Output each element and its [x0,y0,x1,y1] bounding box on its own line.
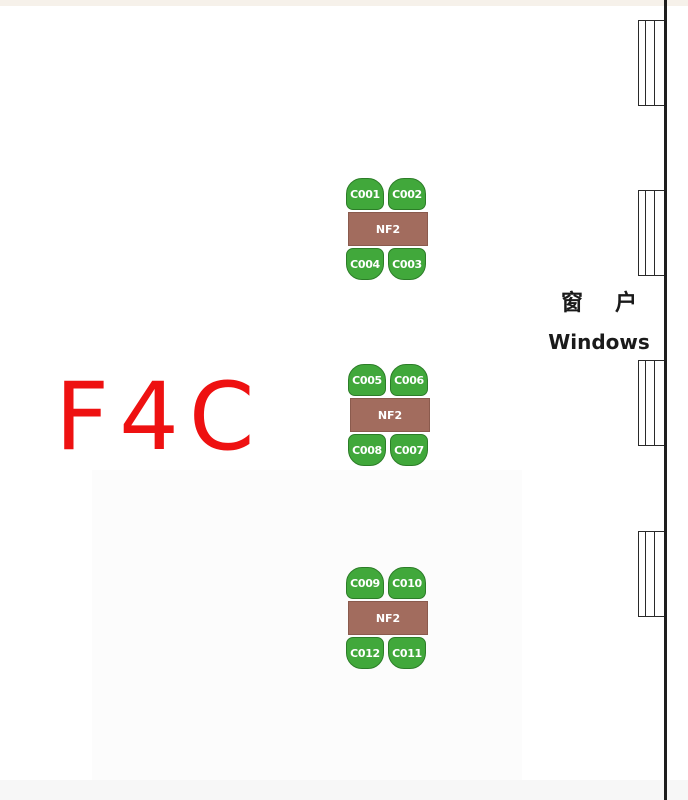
desk-pod-1: NF2 C001 C002 C004 C003 [346,177,430,281]
windows-label: 窗户 Windows [538,290,660,354]
seat-c004[interactable]: C004 [346,248,384,280]
window-2 [638,190,664,276]
seat-c002[interactable]: C002 [388,178,426,210]
seat-c001[interactable]: C001 [346,178,384,210]
bottom-edge-strip [0,780,688,800]
seat-c008[interactable]: C008 [348,434,386,466]
desk-pod-3: NF2 C009 C010 C012 C011 [346,566,430,670]
window-4 [638,531,664,617]
top-edge-strip [0,0,688,6]
exterior-wall [664,0,667,800]
windows-label-english: Windows [548,330,650,354]
window-1 [638,20,664,106]
seat-c005[interactable]: C005 [348,364,386,396]
table-nf2[interactable]: NF2 [350,398,430,432]
windows-label-chinese: 窗户 [560,291,669,316]
seat-c007[interactable]: C007 [390,434,428,466]
floor-area-shading [92,470,522,780]
seat-c011[interactable]: C011 [388,637,426,669]
seat-c009[interactable]: C009 [346,567,384,599]
window-3 [638,360,664,446]
seat-c006[interactable]: C006 [390,364,428,396]
desk-pod-2: NF2 C005 C006 C008 C007 [348,363,432,467]
table-nf2[interactable]: NF2 [348,601,428,635]
table-nf2[interactable]: NF2 [348,212,428,246]
seat-c003[interactable]: C003 [388,248,426,280]
seat-c010[interactable]: C010 [388,567,426,599]
zone-label: F4C [55,363,265,472]
seat-c012[interactable]: C012 [346,637,384,669]
